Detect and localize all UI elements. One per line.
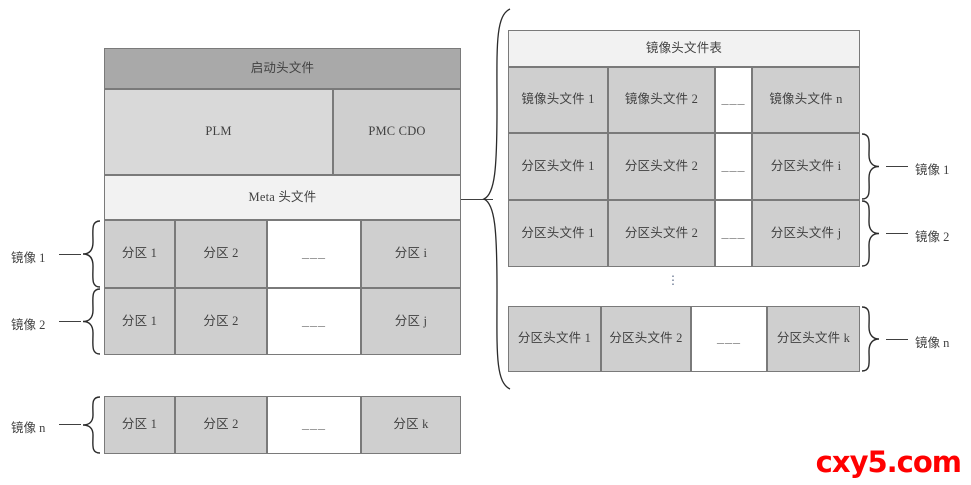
watermark: cxy5.com	[815, 445, 962, 479]
right-mirror-1-leader	[886, 166, 908, 167]
mirror-2-label: 镜像 2	[11, 318, 46, 332]
partition-cell: 分区 k	[361, 396, 461, 454]
partition-cell: 分区 2	[175, 220, 267, 288]
partition-header-ellipsis-cell: ___	[715, 200, 752, 267]
right-mirror-2-label: 镜像 2	[915, 230, 950, 244]
partition-cell: 分区 2	[175, 396, 267, 454]
partition-ellipsis-cell: ___	[267, 220, 361, 288]
mirror-n-label: 镜像 n	[11, 421, 46, 435]
partition-header-cell: 分区头文件 2	[608, 133, 715, 200]
partition-ellipsis-cell: ___	[267, 288, 361, 355]
right-mirror-2-leader	[886, 233, 908, 234]
partition-cell: 分区 j	[361, 288, 461, 355]
mirror-2-leader	[59, 321, 81, 322]
mirror-header-cell: 镜像头文件 2	[608, 67, 715, 133]
partition-cell: 分区 1	[104, 220, 175, 288]
partition-cell: 分区 i	[361, 220, 461, 288]
partition-header-ellipsis-cell: ___	[691, 306, 767, 372]
partition-header-ellipsis-cell: ___	[715, 133, 752, 200]
right-mirror-1-label: 镜像 1	[915, 163, 950, 177]
right-mirror-1-brace	[861, 133, 887, 200]
right-mirror-2-brace	[861, 200, 887, 267]
vertical-ellipsis: ⋮	[667, 273, 679, 287]
right-mirror-n-leader	[886, 339, 908, 340]
partition-header-cell: 分区头文件 j	[752, 200, 860, 267]
boot-header-box: 启动头文件	[104, 48, 461, 89]
partition-header-cell: 分区头文件 1	[508, 200, 608, 267]
mirror-n-leader	[59, 424, 81, 425]
mirror-header-ellipsis-cell: ___	[715, 67, 752, 133]
pmc-cdo-box: PMC CDO	[333, 89, 461, 175]
partition-header-cell: 分区头文件 1	[508, 306, 601, 372]
meta-to-table-connector	[461, 199, 493, 200]
partition-header-cell: 分区头文件 1	[508, 133, 608, 200]
mirror-n-brace	[73, 396, 101, 454]
mirror-1-label: 镜像 1	[11, 251, 46, 265]
partition-header-cell: 分区头文件 2	[601, 306, 691, 372]
partition-cell: 分区 2	[175, 288, 267, 355]
meta-header-box: Meta 头文件	[104, 175, 461, 220]
right-mirror-n-brace	[861, 306, 887, 372]
mirror-header-table-title: 镜像头文件表	[508, 30, 860, 67]
plm-box: PLM	[104, 89, 333, 175]
partition-header-cell: 分区头文件 2	[608, 200, 715, 267]
mirror-header-cell: 镜像头文件 1	[508, 67, 608, 133]
partition-ellipsis-cell: ___	[267, 396, 361, 454]
partition-header-cell: 分区头文件 k	[767, 306, 860, 372]
partition-cell: 分区 1	[104, 288, 175, 355]
partition-cell: 分区 1	[104, 396, 175, 454]
expand-brace	[482, 8, 511, 390]
mirror-2-brace	[73, 288, 101, 355]
right-mirror-n-label: 镜像 n	[915, 336, 950, 350]
mirror-header-cell: 镜像头文件 n	[752, 67, 860, 133]
partition-header-cell: 分区头文件 i	[752, 133, 860, 200]
mirror-1-brace	[73, 220, 101, 288]
mirror-1-leader	[59, 254, 81, 255]
